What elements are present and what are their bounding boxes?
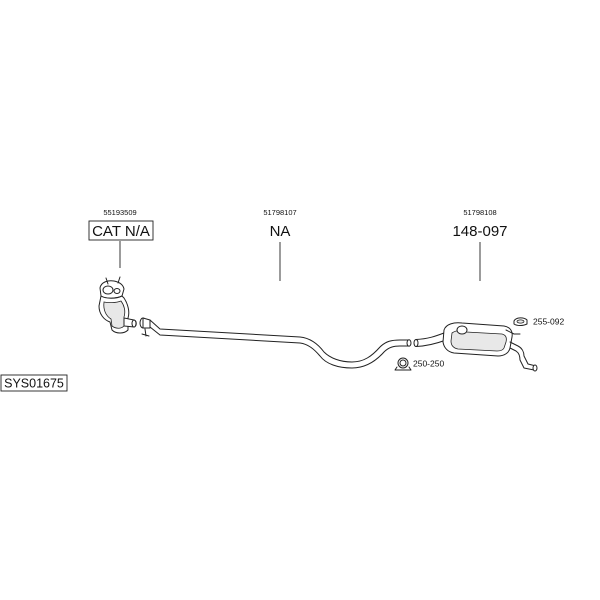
accessory-rubber-hanger[interactable]: 255-092	[513, 317, 564, 327]
clamp-icon	[394, 357, 412, 371]
accessory-label-rubber-hanger: 255-092	[533, 317, 564, 327]
part-catalytic-converter[interactable]: 55193509 CAT N/A	[88, 208, 154, 334]
system-code-label: SYS01675	[4, 377, 64, 391]
part-number-catalytic-converter: 55193509	[103, 208, 136, 217]
rear-silencer-icon	[413, 322, 538, 372]
system-code-box	[0, 374, 68, 392]
part-rear-silencer[interactable]: 51798108 148-097	[413, 208, 538, 372]
catalytic-converter-icon	[98, 276, 137, 334]
part-label-catalytic-converter: CAT N/A	[92, 223, 150, 240]
accessory-label-clamp: 250-250	[413, 359, 444, 369]
rubber-hanger-icon	[513, 317, 528, 326]
part-label-rear-silencer: 148-097	[452, 223, 507, 240]
part-number-center-pipe: 51798107	[263, 208, 296, 217]
part-label-center-pipe: NA	[270, 223, 291, 240]
system-code-badge: SYS01675	[0, 374, 68, 392]
part-center-pipe[interactable]: 51798107 NA	[139, 208, 412, 369]
center-pipe-icon	[139, 317, 412, 369]
label-box-catalytic-converter	[88, 220, 154, 241]
accessory-clamp[interactable]: 250-250	[394, 357, 444, 371]
part-number-rear-silencer: 51798108	[463, 208, 496, 217]
